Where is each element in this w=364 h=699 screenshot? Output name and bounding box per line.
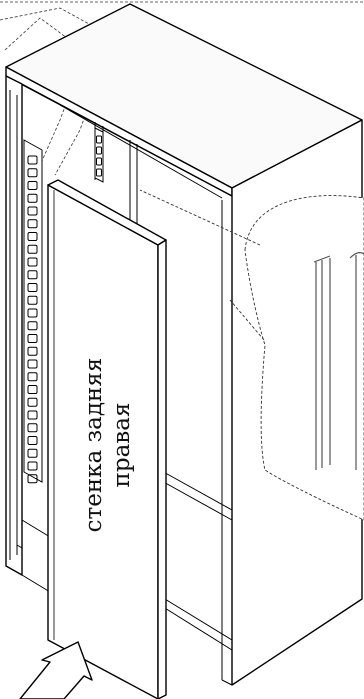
rail-slot	[27, 270, 38, 280]
detail-callout	[139, 189, 364, 521]
rail-slot	[27, 295, 38, 305]
rail-slot	[27, 257, 38, 267]
rail-slot	[27, 232, 38, 241]
rail-slot	[27, 283, 38, 292]
panel-label-line2: правая	[109, 403, 135, 488]
rail-slot	[27, 410, 38, 420]
rail-slot	[27, 359, 38, 369]
rail-slot	[27, 308, 38, 318]
rail-slot	[27, 461, 38, 471]
rail-slot	[96, 157, 102, 166]
center-perforated-rail	[94, 127, 104, 183]
rail-slot	[27, 397, 38, 407]
rail-slot	[27, 372, 38, 382]
rail-slot	[27, 321, 38, 331]
panel-label-group: стенка задняя правая	[81, 358, 135, 533]
back-right-wall-panel	[47, 179, 167, 699]
panel-label-line1: стенка задняя	[81, 358, 107, 533]
rail-slot	[27, 244, 38, 254]
rail-slot	[96, 146, 102, 155]
detail-uprights	[313, 252, 364, 470]
rail-slot	[27, 206, 38, 216]
rail-slot	[27, 346, 38, 356]
rail-slot	[27, 436, 38, 445]
rail-slot	[27, 168, 38, 178]
rail-slot	[27, 423, 38, 433]
rail-slot	[27, 219, 38, 229]
rail-slot	[96, 135, 102, 144]
rail-slot	[27, 334, 38, 343]
rail-slot	[27, 474, 38, 484]
rail-slot	[27, 181, 38, 190]
rail-slot	[27, 155, 38, 165]
rail-slot	[27, 385, 38, 394]
rail-slot	[96, 168, 102, 177]
insert-arrow	[19, 641, 93, 699]
rail-slot	[27, 193, 38, 203]
rail-slot	[27, 448, 38, 458]
left-perforated-rail	[23, 139, 43, 484]
cabinet-left-upright	[5, 75, 23, 576]
